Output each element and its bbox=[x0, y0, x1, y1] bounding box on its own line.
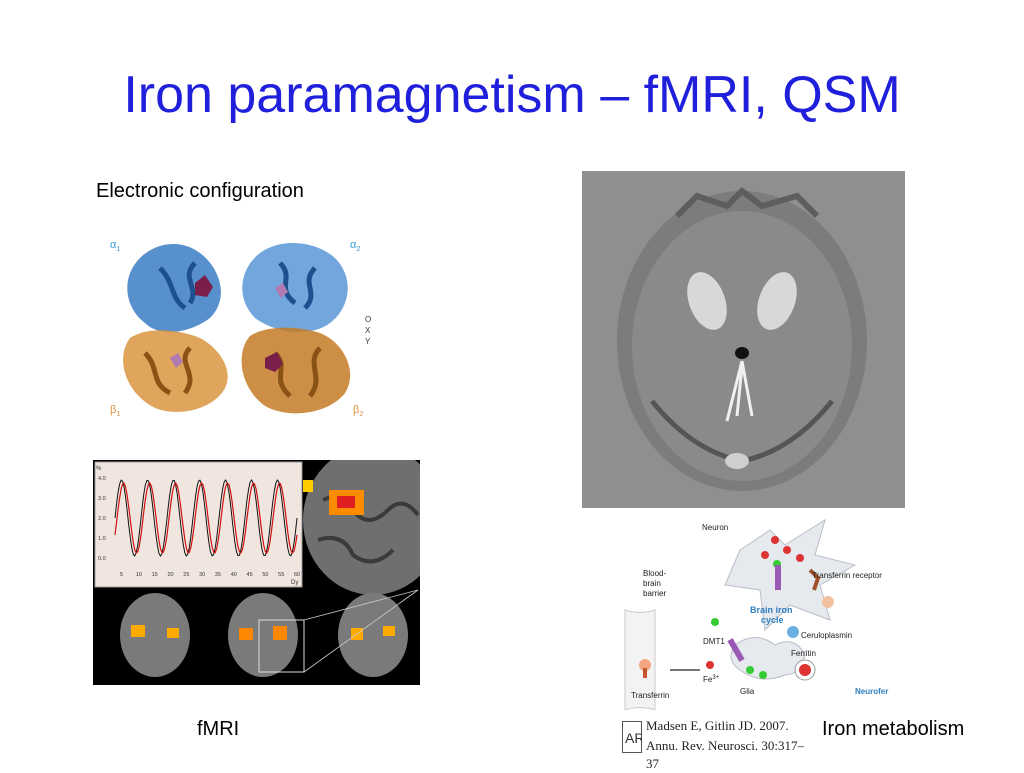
fmri-figure: % 4.0 3.0 2.0 1.0 0.0 5 10 15 20 25 30 35 40 45 50 55 6… bbox=[93, 460, 420, 685]
label-neurofer: Neurofer bbox=[855, 687, 888, 696]
beta1-label: β1 bbox=[110, 404, 120, 418]
hemoglobin-structure-image: α1 α2 β1 β2 O X Y bbox=[110, 239, 371, 418]
label-dmt1: DMT1 bbox=[703, 637, 725, 646]
label-bbb-1: Blood- bbox=[643, 569, 666, 578]
fmri-x-tick: 60 bbox=[294, 572, 300, 578]
qsm-brain-image bbox=[582, 171, 905, 508]
fmri-y-tick: 4.0 bbox=[98, 476, 106, 482]
label-glia: Glia bbox=[740, 687, 755, 696]
caption-iron-metabolism: Iron metabolism bbox=[822, 718, 965, 740]
citation: AR Madsen E, Gitlin JD. 2007. Annu. Rev.… bbox=[622, 717, 812, 771]
fmri-response-wave bbox=[114, 481, 298, 555]
label-ferritin: Ferritin bbox=[791, 649, 816, 658]
zoom-box bbox=[258, 619, 305, 673]
beta-subunits bbox=[123, 327, 351, 414]
fmri-x-tick: 45 bbox=[247, 572, 253, 578]
fmri-x-tick: 40 bbox=[231, 572, 237, 578]
fmri-x-ticks: 5 10 15 20 25 30 35 40 45 50 55 60 bbox=[120, 572, 300, 578]
fmri-x-tick: 5 bbox=[120, 572, 123, 578]
alpha1-label: α1 bbox=[110, 239, 120, 253]
label-fe: Fe3+ bbox=[703, 675, 720, 684]
label-transferrin: Transferrin bbox=[631, 691, 669, 700]
fmri-x-tick: 30 bbox=[199, 572, 205, 578]
fmri-y-tick: 1.0 bbox=[98, 536, 106, 542]
label-bbb-3: barrier bbox=[643, 589, 666, 598]
brain-iron-cycle-diagram: Neuron Blood- brain barrier Transferrin … bbox=[615, 510, 900, 710]
caption-fmri: fMRI bbox=[197, 718, 240, 740]
fmri-stimulus-wave bbox=[114, 479, 298, 557]
slide-title: Iron paramagnetism – fMRI, QSM bbox=[123, 66, 901, 124]
fmri-y-unit: % bbox=[96, 466, 102, 472]
fmri-x-tick: 55 bbox=[278, 572, 284, 578]
label-cycle: cycle bbox=[761, 615, 784, 625]
label-ceruloplasmin: Ceruloplasmin bbox=[801, 631, 852, 640]
label-neuron: Neuron bbox=[702, 523, 728, 532]
fmri-axial-slices bbox=[120, 589, 419, 677]
fmri-y-tick: 3.0 bbox=[98, 496, 106, 502]
label-brain-iron: Brain iron bbox=[750, 605, 793, 615]
fmri-x-unit: Dy bbox=[291, 580, 298, 586]
oxy-letter-y: Y bbox=[365, 337, 371, 346]
fmri-y-tick: 2.0 bbox=[98, 516, 106, 522]
fmri-x-tick: 10 bbox=[136, 572, 142, 578]
fmri-x-tick: 20 bbox=[167, 572, 173, 578]
fmri-x-tick: 50 bbox=[262, 572, 268, 578]
caption-electronic-configuration: Electronic configuration bbox=[96, 180, 304, 202]
svg-text:AR: AR bbox=[625, 730, 642, 746]
fmri-zoomed-slice bbox=[303, 460, 420, 595]
citation-line-1: Madsen E, Gitlin JD. 2007. bbox=[646, 718, 789, 733]
fmri-y-ticks: 4.0 3.0 2.0 1.0 0.0 bbox=[98, 476, 106, 562]
label-transferrin-receptor: Transferrin receptor bbox=[812, 571, 882, 580]
fmri-x-tick: 15 bbox=[152, 572, 158, 578]
beta2-label: β2 bbox=[353, 404, 363, 418]
citation-line-2: Annu. Rev. Neurosci. 30:317–37 bbox=[646, 738, 805, 771]
heme-groups bbox=[170, 275, 288, 372]
fmri-x-tick: 35 bbox=[215, 572, 221, 578]
oxy-letter-o: O bbox=[365, 315, 371, 324]
alpha-subunits bbox=[127, 242, 348, 333]
bbb-vessel bbox=[624, 609, 656, 710]
fmri-x-tick: 25 bbox=[183, 572, 189, 578]
annual-reviews-logo-icon: AR bbox=[622, 721, 642, 753]
alpha2-label: α2 bbox=[350, 239, 360, 253]
oxy-letter-x: X bbox=[365, 326, 371, 335]
fmri-y-tick: 0.0 bbox=[98, 556, 106, 562]
label-bbb-2: brain bbox=[643, 579, 661, 588]
